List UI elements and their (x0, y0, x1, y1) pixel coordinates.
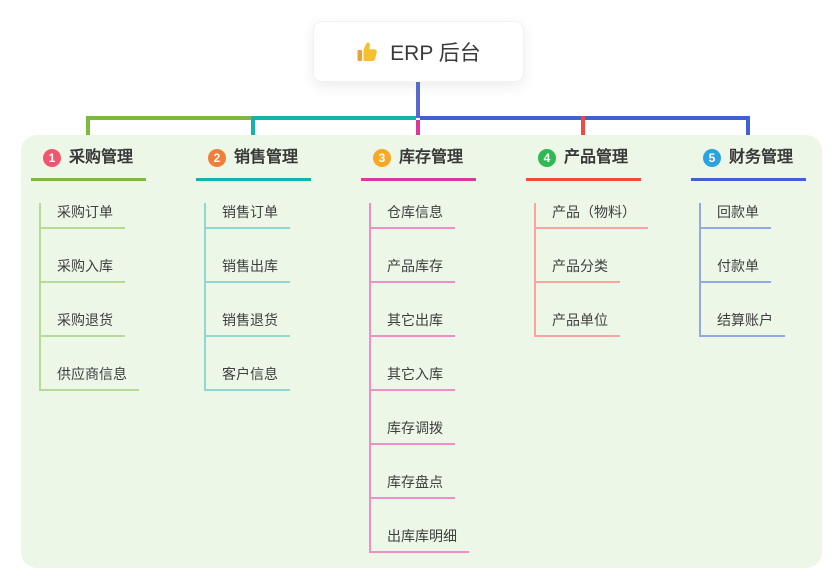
child-node[interactable]: 产品库存 (371, 257, 455, 283)
drop-line-finance (746, 116, 750, 146)
child-node[interactable]: 其它出库 (371, 311, 455, 337)
child-node[interactable]: 出库库明细 (371, 527, 469, 553)
child-node[interactable]: 付款单 (701, 257, 771, 283)
branch-title-label: 库存管理 (399, 149, 464, 166)
branch-title-sales[interactable]: 2 销售管理 (196, 147, 311, 181)
branch-column-inventory: 3 库存管理 仓库信息 产品库存 其它出库 其它入库 库存调拨 库存盘点 出库库… (361, 147, 476, 553)
branch-title-label: 财务管理 (729, 149, 794, 166)
branch-children-product: 产品（物料） 产品分类 产品单位 (534, 203, 648, 337)
child-node[interactable]: 库存盘点 (371, 473, 455, 499)
bus-line-left (86, 116, 254, 120)
root-node[interactable]: ERP 后台 (313, 21, 524, 82)
child-node[interactable]: 客户信息 (206, 365, 290, 391)
drop-line-product (581, 116, 585, 146)
branch-column-product: 4 产品管理 产品（物料） 产品分类 产品单位 (526, 147, 648, 337)
mindmap-panel (21, 135, 822, 568)
drop-line-inventory (416, 120, 420, 146)
child-node[interactable]: 结算账户 (701, 311, 785, 337)
child-node[interactable]: 产品分类 (536, 257, 620, 283)
branch-title-inventory[interactable]: 3 库存管理 (361, 147, 476, 181)
branch-title-label: 采购管理 (69, 149, 134, 166)
child-node[interactable]: 库存调拨 (371, 419, 455, 445)
branch-badge-3: 3 (373, 149, 391, 167)
branch-column-sales: 2 销售管理 销售订单 销售出库 销售退货 客户信息 (196, 147, 311, 391)
branch-column-purchase: 1 采购管理 采购订单 采购入库 采购退货 供应商信息 (31, 147, 146, 391)
branch-children-sales: 销售订单 销售出库 销售退货 客户信息 (204, 203, 290, 391)
child-node[interactable]: 产品单位 (536, 311, 620, 337)
root-connector-line (416, 82, 420, 118)
root-node-label: ERP 后台 (390, 41, 481, 65)
child-node[interactable]: 销售退货 (206, 311, 290, 337)
branch-title-purchase[interactable]: 1 采购管理 (31, 147, 146, 181)
thumbs-up-icon (357, 42, 377, 61)
branch-badge-5: 5 (703, 149, 721, 167)
branch-children-purchase: 采购订单 采购入库 采购退货 供应商信息 (39, 203, 139, 391)
child-node[interactable]: 采购入库 (41, 257, 125, 283)
branch-title-product[interactable]: 4 产品管理 (526, 147, 641, 181)
branch-badge-4: 4 (538, 149, 556, 167)
child-node[interactable]: 采购订单 (41, 203, 125, 229)
drop-line-purchase (86, 116, 90, 146)
branch-children-finance: 回款单 付款单 结算账户 (699, 203, 785, 337)
branch-title-finance[interactable]: 5 财务管理 (691, 147, 806, 181)
child-node[interactable]: 产品（物料） (536, 203, 648, 229)
child-node[interactable]: 采购退货 (41, 311, 125, 337)
child-node[interactable]: 其它入库 (371, 365, 455, 391)
branch-badge-2: 2 (208, 149, 226, 167)
branch-title-label: 销售管理 (234, 149, 299, 166)
child-node[interactable]: 仓库信息 (371, 203, 455, 229)
child-node[interactable]: 供应商信息 (41, 365, 139, 391)
branch-column-finance: 5 财务管理 回款单 付款单 结算账户 (691, 147, 806, 337)
branch-badge-1: 1 (43, 149, 61, 167)
bus-line-right (420, 116, 750, 120)
child-node[interactable]: 回款单 (701, 203, 771, 229)
branch-children-inventory: 仓库信息 产品库存 其它出库 其它入库 库存调拨 库存盘点 出库库明细 (369, 203, 469, 553)
drop-line-sales (251, 116, 255, 146)
child-node[interactable]: 销售出库 (206, 257, 290, 283)
branch-title-label: 产品管理 (564, 149, 629, 166)
child-node[interactable]: 销售订单 (206, 203, 290, 229)
bus-line-middle (254, 116, 416, 120)
